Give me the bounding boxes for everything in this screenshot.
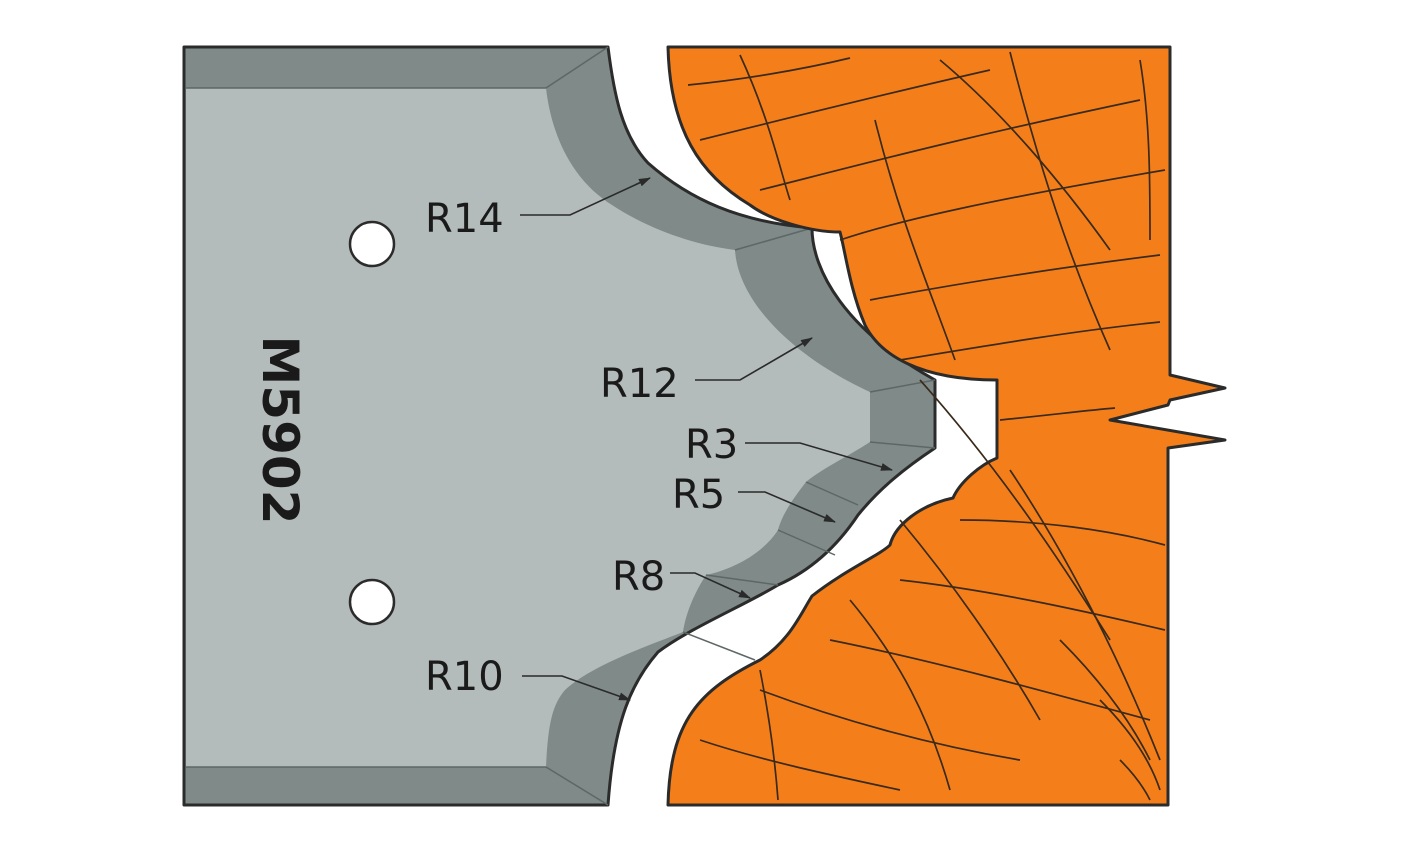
leader-r3 <box>745 442 893 471</box>
radius-label-r14: R14 <box>425 196 504 242</box>
radius-label-r5: R5 <box>672 472 725 518</box>
steel-knife: M5902 <box>182 45 937 807</box>
wood-body <box>666 45 1227 807</box>
radius-label-r3: R3 <box>685 422 738 468</box>
radius-label-r10: R10 <box>425 654 504 700</box>
wood-workpiece <box>666 45 1227 807</box>
leader-r8 <box>670 572 751 599</box>
mounting-hole-bottom <box>348 578 396 626</box>
model-code-label: M5902 <box>251 336 309 525</box>
leader-r5 <box>738 491 836 523</box>
radius-annotations: R14 R12 R3 R5 R8 R10 <box>425 177 893 701</box>
mounting-hole-top <box>348 220 396 268</box>
radius-label-r12: R12 <box>600 361 679 407</box>
radius-label-r8: R8 <box>612 554 665 600</box>
leader-r10 <box>522 675 631 701</box>
leader-r14 <box>520 177 651 216</box>
leader-r12 <box>695 337 813 381</box>
